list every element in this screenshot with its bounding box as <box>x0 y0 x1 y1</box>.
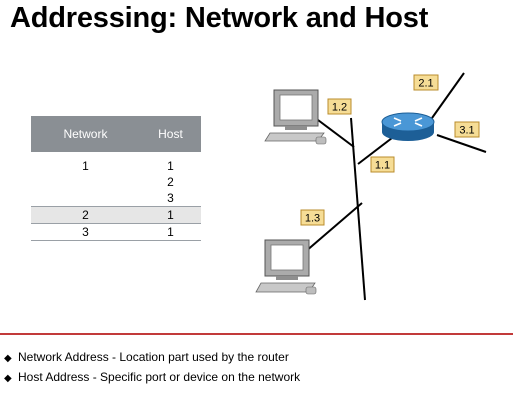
table-row: 3 <box>31 190 201 207</box>
bullet-list: ◆ Network Address - Location part used by… <box>4 348 300 388</box>
bullet-text: Host Address - Specific port or device o… <box>18 370 301 384</box>
address-label-pc-top: 1.2 <box>327 98 352 115</box>
table-row: 1 1 <box>31 152 201 174</box>
table-row: 2 1 <box>31 206 201 224</box>
cell-host: 1 <box>139 206 201 224</box>
lan-segment-cable <box>350 117 366 301</box>
computer-icon <box>264 89 327 145</box>
network-diagram: 1.2 1.3 1.1 2.1 3.1 <box>255 72 487 301</box>
router-lan-cable <box>357 137 393 165</box>
router-net2-cable <box>431 72 465 119</box>
cell-host: 1 <box>139 223 201 241</box>
bullet-item: ◆ Host Address - Specific port or device … <box>4 368 300 388</box>
bullet-item: ◆ Network Address - Location part used by… <box>4 348 300 368</box>
diamond-bullet-icon: ◆ <box>4 373 12 384</box>
table-header-row: Network Host <box>31 116 201 152</box>
cell-host: 2 <box>167 175 174 189</box>
cell-network: 3 <box>31 223 140 241</box>
address-label-router-net3: 3.1 <box>454 121 480 138</box>
diamond-bullet-icon: ◆ <box>4 353 12 364</box>
table-row: 2 <box>31 174 201 190</box>
cell-host: 3 <box>167 191 174 205</box>
page-title: Addressing: Network and Host <box>10 2 429 34</box>
address-label-router-lan: 1.1 <box>370 156 395 173</box>
computer-icon <box>255 239 317 295</box>
network-cables <box>297 72 487 301</box>
cell-host: 1 <box>167 159 174 173</box>
svg-text:1.1: 1.1 <box>375 160 390 172</box>
cell-network: 1 <box>82 159 89 173</box>
svg-text:1.2: 1.2 <box>332 102 347 114</box>
divider-line <box>0 333 513 335</box>
router-icon <box>381 112 435 141</box>
address-label-pc-bottom: 1.3 <box>300 209 325 226</box>
header-network: Network <box>31 116 140 152</box>
cell-network: 2 <box>31 206 140 224</box>
pc-top-cable <box>317 119 355 148</box>
address-table: Network Host 1 1 2 3 2 1 3 1 <box>31 116 201 241</box>
svg-text:2.1: 2.1 <box>418 78 433 90</box>
header-host: Host <box>139 116 201 152</box>
router-net3-cable <box>436 134 487 153</box>
svg-text:1.3: 1.3 <box>305 213 320 225</box>
bullet-text: Network Address - Location part used by … <box>18 350 289 364</box>
svg-text:3.1: 3.1 <box>459 125 474 137</box>
table-row: 3 1 <box>31 223 201 241</box>
address-label-router-net2: 2.1 <box>413 74 439 91</box>
